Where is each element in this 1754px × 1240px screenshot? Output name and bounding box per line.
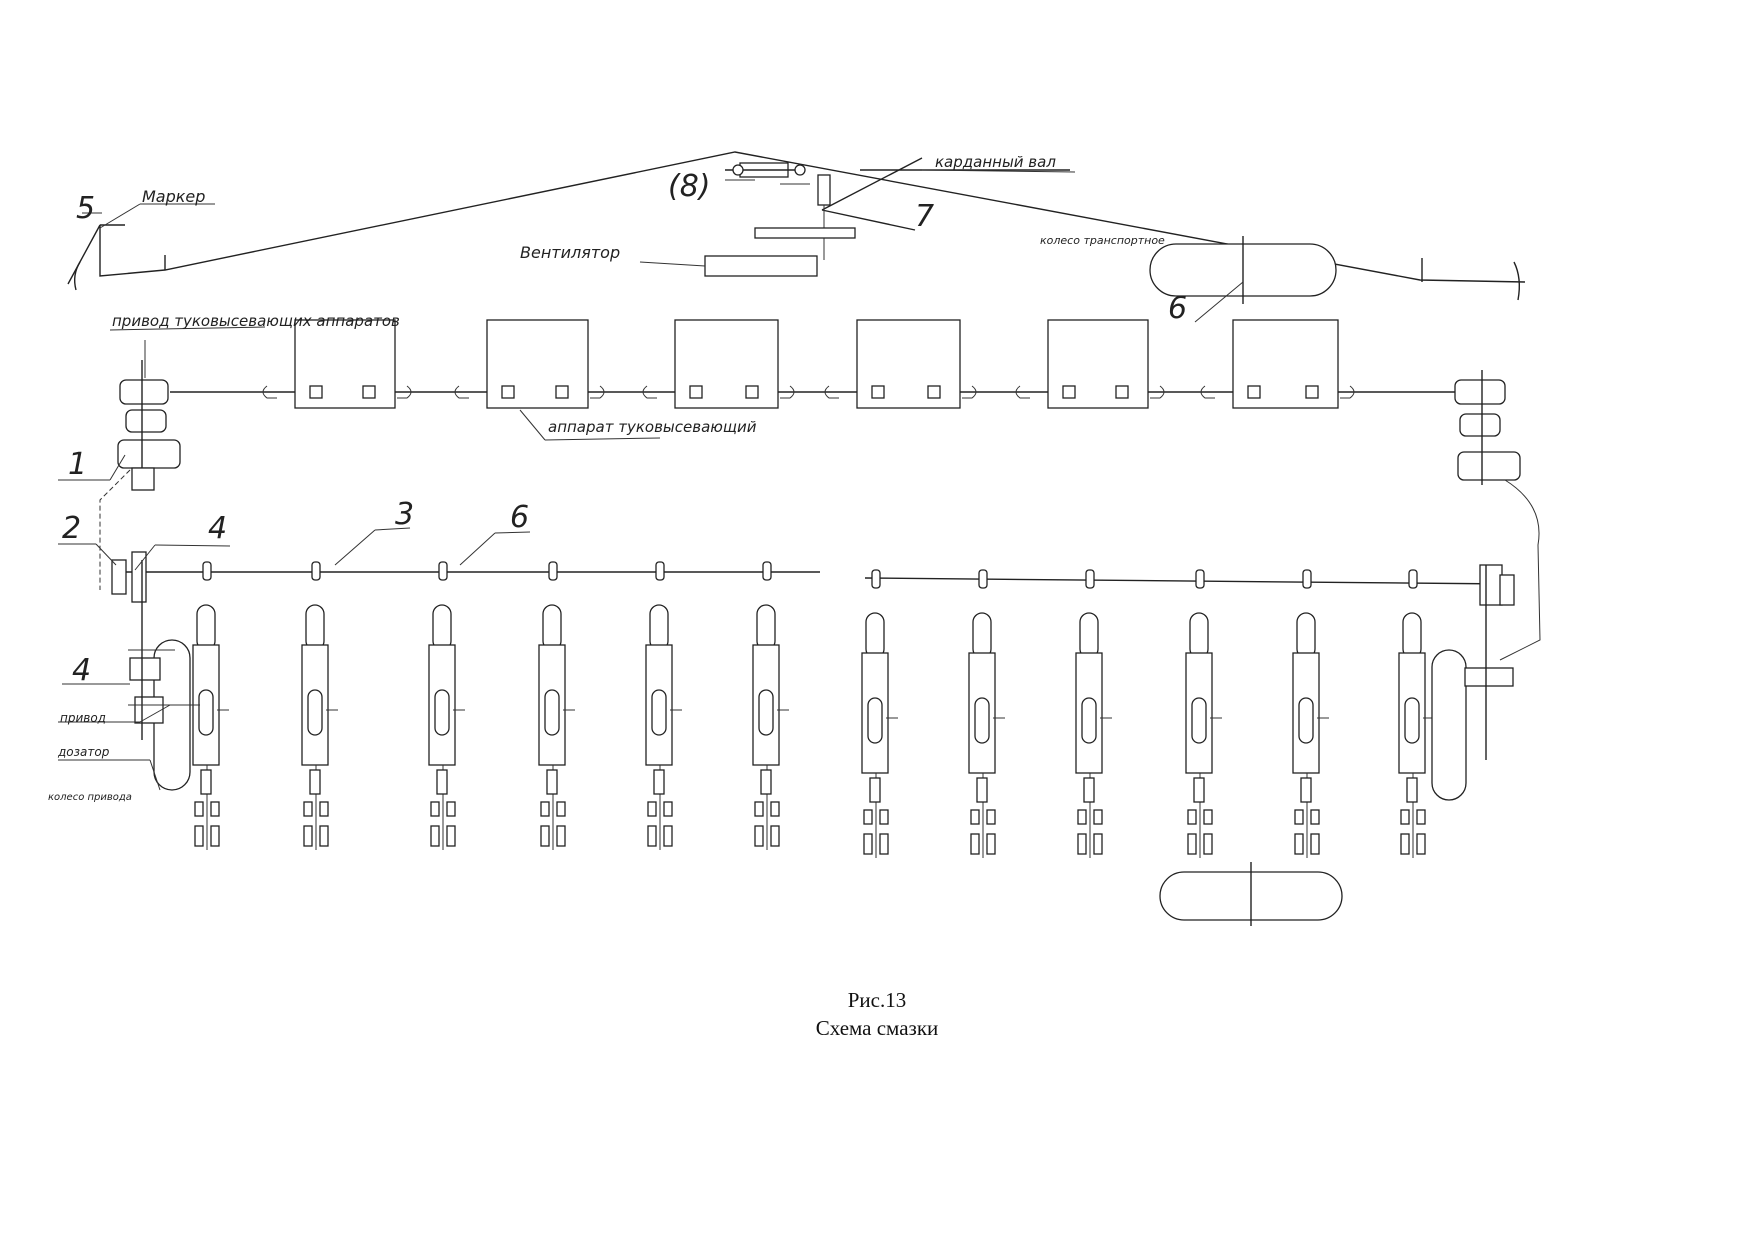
callout-3: 3 <box>395 497 414 532</box>
leader-lines <box>58 169 1076 791</box>
seeding-section <box>752 561 789 850</box>
label-fert-drive: привод туковысевающих аппаратов <box>112 312 400 330</box>
figure-number: Рис.13 <box>847 988 907 1012</box>
seeding-section <box>1398 569 1435 858</box>
figure-title: Схема смазки <box>815 1016 939 1040</box>
fertilizer-hoppers <box>262 319 1355 409</box>
fertilizer-row <box>99 319 1541 661</box>
callout-8: (8) <box>668 169 711 204</box>
seeding-section <box>1185 569 1222 858</box>
transport-wheel-top <box>1149 236 1337 323</box>
callout-7: 7 <box>915 199 934 234</box>
fertilizer-hopper <box>454 319 605 409</box>
label-fert-apparatus: аппарат туковысевающий <box>548 418 757 436</box>
callout-4-top: 4 <box>208 511 227 546</box>
seeding-section <box>968 569 1005 858</box>
fan-unit <box>639 227 856 277</box>
fertilizer-hopper <box>1015 319 1165 409</box>
seeding-section <box>192 561 229 850</box>
callout-4-bottom: 4 <box>72 653 91 688</box>
callout-2: 2 <box>62 511 81 546</box>
label-marker: Маркер <box>142 187 205 206</box>
seeding-sections <box>192 561 1435 858</box>
seeding-row <box>111 551 1515 926</box>
fertilizer-hopper <box>1200 319 1355 409</box>
callout-6-mid: 6 <box>510 500 529 535</box>
label-dispenser: дозатор <box>57 745 110 759</box>
seeding-section <box>301 561 338 850</box>
text-labels: 5 Маркер (8) карданный вал 7 Вентилятор … <box>48 153 1187 803</box>
callout-5: 5 <box>76 191 95 226</box>
label-cardan-shaft: карданный вал <box>935 153 1056 171</box>
seeding-section <box>645 561 682 850</box>
callout-1: 1 <box>68 447 87 482</box>
seeding-section <box>861 569 898 858</box>
label-fan: Вентилятор <box>520 243 620 262</box>
seeding-section <box>1075 569 1112 858</box>
fertilizer-hopper <box>642 319 795 409</box>
seeding-section <box>538 561 575 850</box>
fertilizer-hopper <box>824 319 977 409</box>
label-drive-wheel: колесо привода <box>48 792 132 803</box>
seeding-section <box>1292 569 1329 858</box>
hydraulic-cylinder <box>725 162 810 185</box>
fertilizer-hopper <box>262 319 412 409</box>
label-drive: привод <box>60 711 106 725</box>
label-transport-wheel: колесо транспортное <box>1040 234 1165 247</box>
seeding-section <box>428 561 465 850</box>
callout-6-top: 6 <box>1168 291 1187 326</box>
